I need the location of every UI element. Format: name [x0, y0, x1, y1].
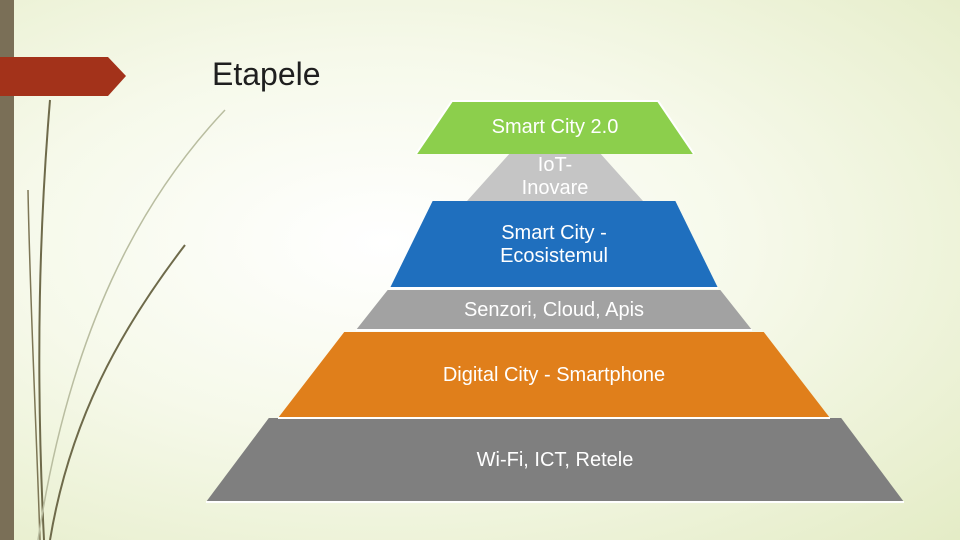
pyramid-layer-2-line-2: Inovare — [521, 177, 589, 199]
pyramid-layer-3-line-1: Smart City - — [501, 221, 607, 244]
pyramid-layer-3-line-2: Ecosistemul — [500, 244, 608, 267]
slide-title: Etapele — [212, 56, 321, 92]
pyramid-layer-6-text: Wi-Fi, ICT, Retele — [476, 448, 634, 471]
side-bar — [0, 0, 14, 540]
pyramid-layer-3-text: Smart City - Ecosistemul — [479, 222, 629, 268]
pyramid-layer-5: Digital City - Smartphone — [278, 332, 830, 418]
pyramid-layer-1-text: Smart City 2.0 — [491, 116, 619, 138]
title-arrow-icon — [0, 57, 126, 96]
pyramid-layer-2-text: IoT- Inovare — [510, 154, 600, 200]
pyramid-layer-5-text: Digital City - Smartphone — [442, 363, 666, 386]
pyramid-layer-3: Smart City - Ecosistemul — [390, 201, 718, 288]
pyramid-layer-4: Senzori, Cloud, Apis — [356, 290, 752, 330]
pyramid-layer-6: Wi-Fi, ICT, Retele — [206, 418, 904, 502]
pyramid-layer-2-line-1: IoT- — [537, 154, 573, 176]
pyramid-layer-4-text: Senzori, Cloud, Apis — [463, 298, 645, 321]
pyramid-layer-1: Smart City 2.0 — [416, 101, 694, 154]
